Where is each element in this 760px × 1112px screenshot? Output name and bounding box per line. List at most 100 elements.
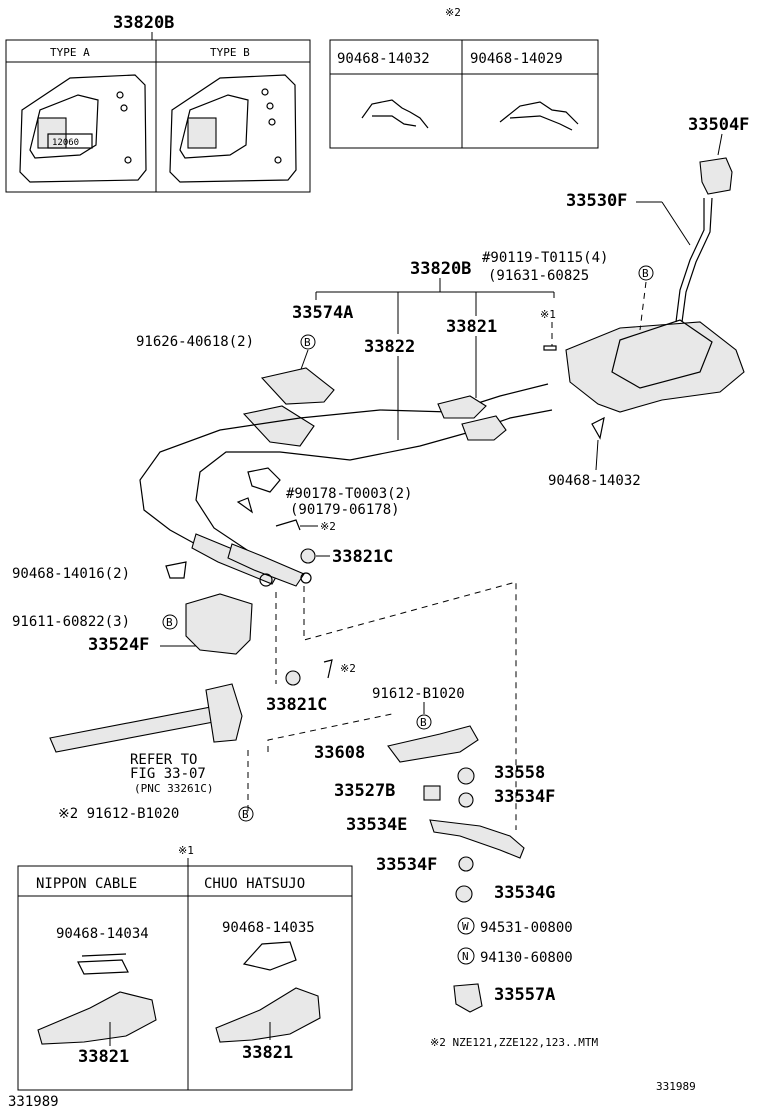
n-letter: N xyxy=(462,950,469,963)
plate-number: 12060 xyxy=(52,138,79,148)
label-33821C-a: 33821C xyxy=(332,547,393,567)
routing-dash-c xyxy=(267,713,393,752)
label-90179: (90179-06178) xyxy=(290,502,400,518)
inset-c-col2-clip: 90468-14035 xyxy=(222,920,315,936)
label-33504F: 33504F xyxy=(688,115,749,135)
footer-id-left: 331989 xyxy=(8,1094,59,1110)
w-letter: W xyxy=(462,920,469,933)
clip-14032-icon xyxy=(361,99,429,129)
clip-14029-icon xyxy=(499,101,579,131)
label-33534G: 33534G xyxy=(494,883,555,903)
label-33574A: 33574A xyxy=(292,303,353,323)
clip-mark2b xyxy=(323,659,333,679)
cable-bushing-b xyxy=(300,572,312,584)
inset-b-col2: 90468-14029 xyxy=(470,51,563,67)
cable-end-nippon xyxy=(37,991,157,1045)
label-90178: #90178-T0003(2) xyxy=(286,486,412,502)
washer-90179 xyxy=(236,497,254,514)
label-33534F-b: 33534F xyxy=(376,855,437,875)
label-33558: 33558 xyxy=(494,763,545,783)
inset-b-frame xyxy=(329,39,599,149)
retainer-clip xyxy=(543,345,557,351)
label-33534F-a: 33534F xyxy=(494,787,555,807)
inset-c-col2-header: CHUO HATSUJO xyxy=(204,876,305,892)
cable-grommet xyxy=(242,405,315,447)
label-33527B: 33527B xyxy=(334,781,395,801)
nut-94130-icon xyxy=(457,947,475,965)
label-91611: 91611-60822(3) xyxy=(12,614,130,630)
cover-33574A xyxy=(260,367,335,405)
label-94130: 94130-60800 xyxy=(480,950,573,966)
leader-91631 xyxy=(639,281,647,331)
clip-90468-14035 xyxy=(242,941,297,971)
label-33608: 33608 xyxy=(314,743,365,763)
clip-mark2 xyxy=(275,519,301,531)
inset-c-col1-part: 33821 xyxy=(78,1047,129,1067)
bushing-33534F-b xyxy=(458,856,474,872)
shift-plate-type-a xyxy=(19,74,147,183)
label-33557A: 33557A xyxy=(494,985,555,1005)
b-circle-91631 xyxy=(638,265,654,281)
label-91626: 91626-40618(2) xyxy=(136,334,254,350)
bushing-33558 xyxy=(457,767,475,785)
b-circle-91612-bot xyxy=(238,806,254,822)
lever-33534E xyxy=(429,819,525,859)
mark-2b: ※2 xyxy=(340,662,356,675)
label-33534E: 33534E xyxy=(346,815,407,835)
label-90468-14016: 90468-14016(2) xyxy=(12,566,130,582)
inset-b-col1: 90468-14032 xyxy=(337,51,430,67)
bracket-33524F xyxy=(185,593,253,655)
inset-c-col2-part: 33821 xyxy=(242,1043,293,1063)
clip-90468-14016 xyxy=(165,561,187,579)
label-33821: 33821 xyxy=(446,317,497,337)
clip-90468-14034 xyxy=(77,953,129,975)
b-circle-91626 xyxy=(300,334,316,350)
note-2: ※2 NZE121,ZZE122,123..MTM xyxy=(430,1036,599,1049)
inset-a-title: 33820B xyxy=(113,13,174,33)
bushing-33821C-b xyxy=(285,670,301,686)
cable-end-chuo xyxy=(215,987,321,1043)
label-91612-bot: ※2 91612-B1020 xyxy=(58,806,179,822)
leader-33530F-d xyxy=(661,201,691,246)
label-33822: 33822 xyxy=(364,337,415,357)
b-letter-91631: B xyxy=(642,267,649,280)
inset-c-mark: ※1 xyxy=(178,844,194,857)
cap-33557A xyxy=(453,983,483,1013)
inset-a-frame xyxy=(5,39,311,193)
routing-dash-a xyxy=(303,581,517,830)
label-33821C-b: 33821C xyxy=(266,695,327,715)
refer-line-1: REFER TO xyxy=(130,752,197,768)
part-33527B xyxy=(423,785,441,801)
shift-plate-type-b xyxy=(169,74,297,183)
bushing-33821C-a xyxy=(300,548,316,564)
washer-94531-icon xyxy=(457,917,475,935)
inset-c-col1-header: NIPPON CABLE xyxy=(36,876,137,892)
b-letter-91612-bot: B xyxy=(242,808,249,821)
bushing-33534G xyxy=(455,885,473,903)
shift-lever-housing xyxy=(565,321,745,413)
cable-end-d xyxy=(227,543,305,587)
inset-a-type-b: TYPE B xyxy=(210,46,250,59)
shift-knob xyxy=(699,157,733,195)
leader-33504F xyxy=(717,133,723,156)
refer-line-3: (PNC 33261C) xyxy=(134,782,213,795)
leader-91626 xyxy=(299,349,309,373)
housing-detail xyxy=(611,319,713,389)
inset-a-type-a: TYPE A xyxy=(50,46,90,59)
label-33820B-main: 33820B xyxy=(410,259,471,279)
b-letter-91626: B xyxy=(304,336,311,349)
clip-90468-14032 xyxy=(591,416,605,440)
cable-end-a xyxy=(437,395,487,419)
b-circle-91612-top xyxy=(416,714,432,730)
leader-90468-14032 xyxy=(595,439,599,471)
shaft-lever xyxy=(205,683,243,743)
b-letter-91612-top: B xyxy=(420,716,427,729)
mark-1: ※1 xyxy=(540,308,556,321)
b-letter-91611: B xyxy=(166,616,173,629)
footer-id-right: 331989 xyxy=(656,1080,696,1093)
lever-33608 xyxy=(387,725,479,763)
label-33524F: 33524F xyxy=(88,635,149,655)
cable-bushing-a xyxy=(259,573,273,587)
shift-lever xyxy=(675,197,713,323)
